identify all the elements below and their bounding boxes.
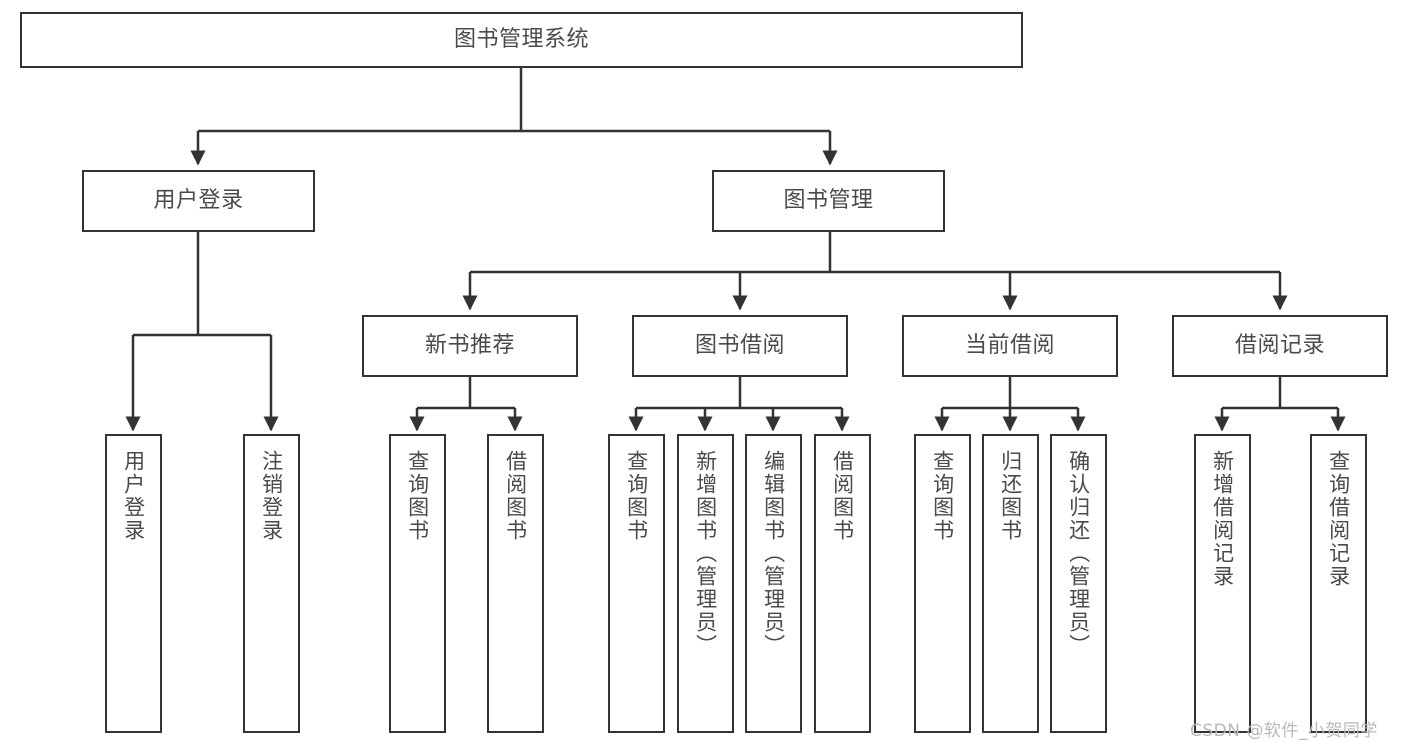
node-root[interactable]: 图书管理系统 (20, 12, 1023, 68)
leaf-borrow-book-2[interactable]: 借阅图书 (814, 434, 871, 733)
node-current-borrow-label: 当前借阅 (964, 333, 1055, 359)
leaf-user-logout-label: 注销登录 (259, 450, 284, 542)
leaf-query-book-1-label: 查询图书 (405, 450, 430, 542)
leaf-edit-book-label: 编辑图书（管理员） (761, 450, 786, 657)
leaf-confirm-return-label: 确认归还（管理员） (1066, 450, 1091, 657)
node-book-borrow[interactable]: 图书借阅 (632, 315, 848, 377)
node-current-borrow[interactable]: 当前借阅 (902, 315, 1118, 377)
leaf-add-book-label: 新增图书（管理员） (693, 450, 718, 657)
node-new-book-rec-label: 新书推荐 (424, 333, 515, 359)
leaf-borrow-book-1[interactable]: 借阅图书 (487, 434, 544, 733)
node-book-manage-label: 图书管理 (783, 188, 874, 214)
leaf-borrow-book-1-label: 借阅图书 (503, 450, 528, 542)
node-borrow-record[interactable]: 借阅记录 (1172, 315, 1388, 377)
leaf-query-book-3-label: 查询图书 (930, 450, 955, 542)
csdn-watermark: CSDN @软件_小贺同学 (1190, 721, 1378, 741)
leaf-borrow-book-2-label: 借阅图书 (830, 450, 855, 542)
leaf-query-book-3[interactable]: 查询图书 (914, 434, 971, 733)
leaf-add-book[interactable]: 新增图书（管理员） (677, 434, 734, 733)
leaf-add-record[interactable]: 新增借阅记录 (1194, 434, 1251, 733)
leaf-return-book-label: 归还图书 (998, 450, 1023, 542)
node-user-login-label: 用户登录 (153, 188, 244, 214)
node-book-borrow-label: 图书借阅 (694, 333, 785, 359)
node-user-login[interactable]: 用户登录 (82, 170, 315, 232)
node-book-manage[interactable]: 图书管理 (712, 170, 945, 232)
leaf-query-record-label: 查询借阅记录 (1326, 450, 1351, 588)
leaf-query-book-2-label: 查询图书 (624, 450, 649, 542)
leaf-add-record-label: 新增借阅记录 (1210, 450, 1235, 588)
leaf-user-login[interactable]: 用户登录 (105, 434, 162, 733)
leaf-edit-book[interactable]: 编辑图书（管理员） (745, 434, 802, 733)
leaf-user-logout[interactable]: 注销登录 (243, 434, 300, 733)
leaf-confirm-return[interactable]: 确认归还（管理员） (1050, 434, 1107, 733)
node-new-book-rec[interactable]: 新书推荐 (362, 315, 578, 377)
leaf-query-book-1[interactable]: 查询图书 (389, 434, 446, 733)
leaf-user-login-label: 用户登录 (121, 450, 146, 542)
leaf-query-book-2[interactable]: 查询图书 (608, 434, 665, 733)
leaf-return-book[interactable]: 归还图书 (982, 434, 1039, 733)
leaf-query-record[interactable]: 查询借阅记录 (1310, 434, 1367, 733)
node-root-label: 图书管理系统 (453, 27, 589, 53)
node-borrow-record-label: 借阅记录 (1234, 333, 1325, 359)
